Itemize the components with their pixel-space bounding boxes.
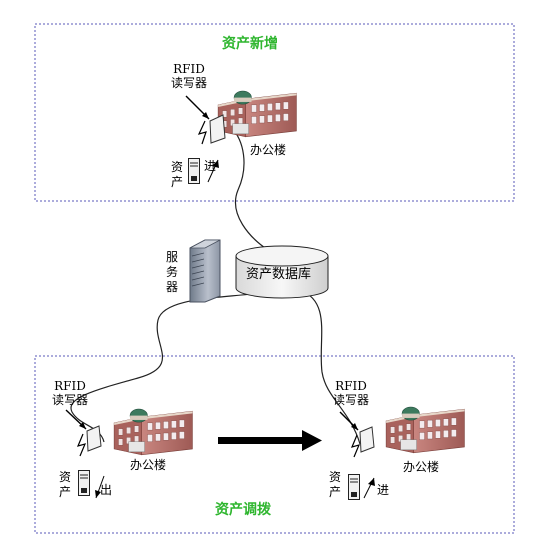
lightning-icon: [350, 434, 361, 458]
asset-terminal-icon: [348, 474, 360, 500]
transfer-title: 资产调拨: [215, 502, 271, 518]
building-icon: [113, 408, 193, 456]
rfid-reader-icon: [65, 409, 102, 452]
database-label: 资产数据库: [246, 267, 312, 282]
direction-arrow-icon: [95, 475, 105, 499]
database-icon: [235, 245, 329, 299]
rfid-reader-icon: [339, 411, 375, 453]
rfid-reader-label: RFID 读写器: [333, 379, 370, 407]
building-label: 办公楼: [250, 143, 287, 157]
rfid-reader-label: RFID 读写器: [52, 379, 89, 407]
asset-label: 资 产: [58, 470, 71, 499]
asset-label: 资 产: [328, 470, 341, 499]
asset-terminal-icon: [188, 158, 200, 184]
transfer-arrow-icon: [218, 430, 322, 451]
right-network-line: [299, 289, 361, 445]
building-label: 办公楼: [403, 460, 440, 474]
building-label: 办公楼: [130, 458, 167, 472]
top-network-line: [227, 123, 269, 251]
direction-arrow-icon: [207, 159, 219, 183]
direction-label-in: 进: [204, 159, 217, 173]
lightning-icon: [76, 433, 87, 457]
direction-label-out: 出: [100, 483, 113, 497]
direction-label-in: 进: [377, 483, 390, 497]
asset-label: 资 产: [170, 160, 183, 189]
asset-terminal-icon: [78, 470, 90, 496]
rfid-reader-icon: [185, 95, 226, 144]
server-label: 服 务 器: [165, 250, 178, 294]
rfid-reader-label: RFID 读写器: [171, 62, 208, 90]
server-icon: [189, 239, 221, 303]
lightning-icon: [197, 120, 207, 145]
building-icon: [217, 90, 297, 138]
building-icon: [385, 406, 465, 454]
direction-arrow-icon: [363, 477, 375, 499]
new-assets-title: 资产新增: [222, 36, 278, 52]
